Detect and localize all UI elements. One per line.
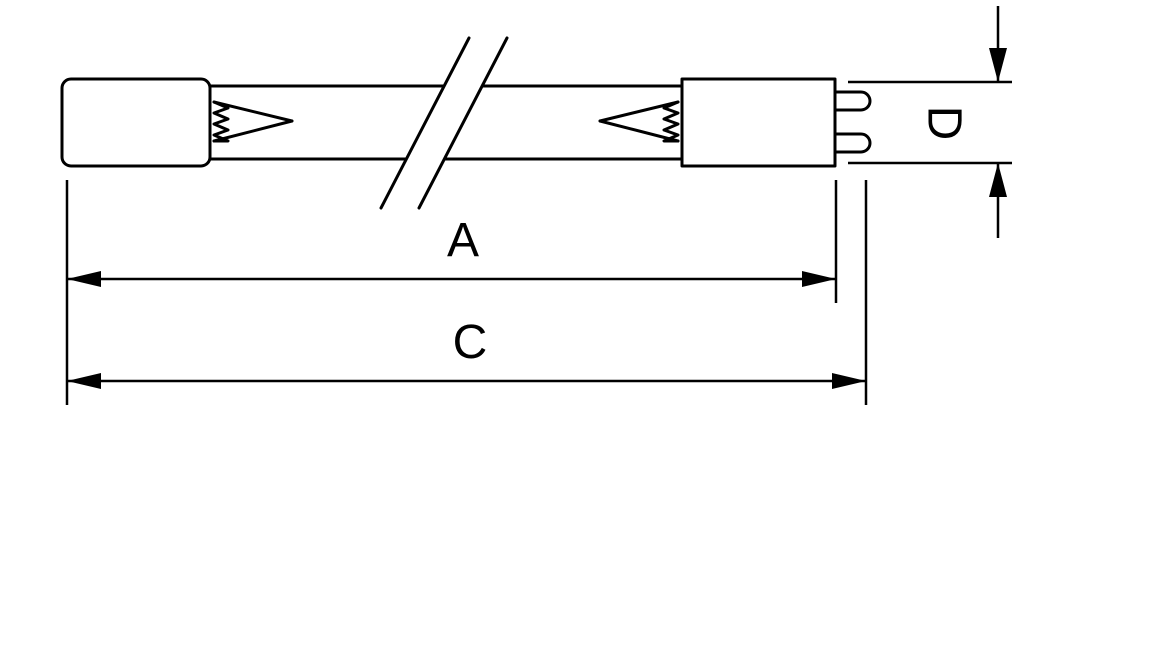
right-electrode-bottom-lead — [598, 119, 680, 143]
break-mask — [381, 38, 507, 208]
dimension-c-label: C — [453, 316, 488, 369]
lamp-drawing — [60, 36, 872, 210]
right-electrode-top-lead — [598, 100, 680, 123]
dimension-a-label: A — [447, 214, 479, 267]
right-electrode — [598, 100, 680, 143]
dim-c-arrow-right-icon — [832, 373, 866, 389]
base-pins — [834, 90, 872, 154]
right-electrode-filament-serration — [662, 100, 680, 143]
dim-d-arrow-down-icon — [989, 48, 1007, 82]
break-slash-2 — [417, 36, 509, 210]
left-end-cap — [60, 77, 212, 168]
dimension-d: D — [848, 6, 1012, 238]
dimension-d-label: D — [918, 106, 971, 141]
dimension-c: C — [67, 180, 868, 405]
left-electrode — [212, 100, 294, 143]
dim-c-arrow-left-icon — [67, 373, 101, 389]
break-slash-1 — [379, 36, 471, 210]
dimension-a: A — [65, 180, 838, 405]
left-electrode-filament-serration — [212, 100, 230, 143]
break-symbol — [379, 36, 509, 210]
right-end-cap — [680, 77, 837, 168]
dim-d-arrow-up-icon — [989, 163, 1007, 197]
left-electrode-bottom-lead — [212, 119, 294, 143]
pin-top — [834, 90, 872, 112]
dim-a-arrow-left-icon — [67, 271, 101, 287]
left-electrode-top-lead — [212, 100, 294, 123]
dim-a-arrow-right-icon — [802, 271, 836, 287]
pin-bottom — [834, 132, 872, 154]
